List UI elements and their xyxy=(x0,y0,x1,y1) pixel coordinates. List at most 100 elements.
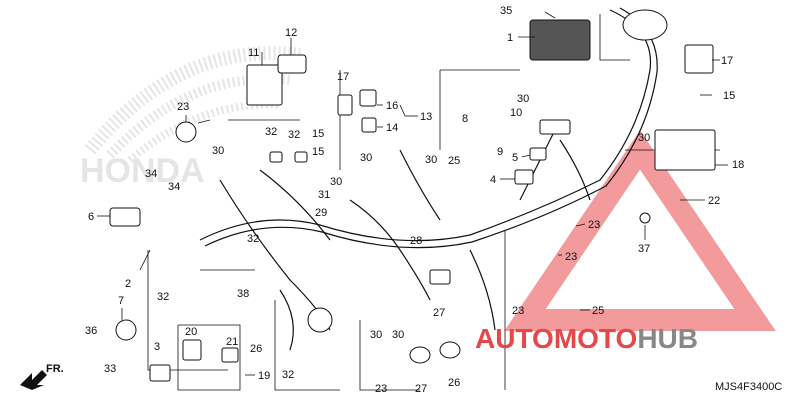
callout-32-d: 32 xyxy=(157,291,169,303)
callout-26-left: 26 xyxy=(250,343,262,355)
callout-12: 12 xyxy=(285,27,297,39)
connector-20 xyxy=(182,339,202,361)
callout-9: 9 xyxy=(497,146,503,158)
callout-17-left: 17 xyxy=(337,71,349,83)
watermark-brand: AUTOMOTOHUB xyxy=(475,323,698,354)
callout-34-b: 34 xyxy=(168,181,180,193)
callout-6: 6 xyxy=(88,211,94,223)
relay-small-17 xyxy=(337,94,353,116)
callout-18: 18 xyxy=(732,159,744,171)
callout-29: 29 xyxy=(315,207,327,219)
callout-23-top: 23 xyxy=(177,101,189,113)
part-shapes xyxy=(109,9,716,382)
fuse-14 xyxy=(361,117,377,133)
callout-30-e: 30 xyxy=(330,176,342,188)
group-frames xyxy=(147,14,720,391)
callout-28: 28 xyxy=(410,235,422,247)
callout-27-mid: 27 xyxy=(433,307,445,319)
callout-35: 35 xyxy=(500,5,512,17)
coil-center xyxy=(307,307,333,333)
callout-17-right: 17 xyxy=(721,55,733,67)
callout-30-right: 30 xyxy=(638,132,650,144)
connector-3 xyxy=(149,364,171,382)
diagram-code: MJS4F3400C xyxy=(715,381,782,393)
callout-32-c: 32 xyxy=(247,233,259,245)
control-unit-18 xyxy=(654,129,716,171)
callout-13: 13 xyxy=(420,111,432,123)
connector-5 xyxy=(529,147,547,161)
callout-15-b: 15 xyxy=(312,146,324,158)
watermark-text-auto: AUTO xyxy=(475,323,554,354)
callout-34-a: 34 xyxy=(145,168,157,180)
callout-30-a: 30 xyxy=(517,93,529,105)
brand-logo-background: HONDA xyxy=(80,46,301,190)
callout-32-a: 32 xyxy=(265,126,277,138)
fuse-box xyxy=(539,119,571,135)
direction-label: FR. xyxy=(46,363,64,375)
bracket-6 xyxy=(109,207,141,227)
bolt-37 xyxy=(639,212,651,224)
connector-21 xyxy=(221,347,239,363)
svg-text:AUTOMOTOHUB: AUTOMOTOHUB xyxy=(475,323,698,354)
callout-30-g: 30 xyxy=(392,329,404,341)
callout-26-right: 26 xyxy=(448,377,460,389)
callout-16: 16 xyxy=(386,100,398,112)
callout-1: 1 xyxy=(507,32,513,44)
callout-32-b: 32 xyxy=(288,129,300,141)
watermark-triangle xyxy=(504,130,776,331)
grommet-27b xyxy=(409,346,431,364)
clip-32b xyxy=(294,151,308,163)
callout-8: 8 xyxy=(462,113,468,125)
callout-2: 2 xyxy=(125,278,131,290)
callout-10: 10 xyxy=(510,107,522,119)
relay-16 xyxy=(359,89,377,107)
callout-15-right: 15 xyxy=(723,90,735,102)
svg-text:HONDA: HONDA xyxy=(80,152,205,190)
callout-23-right-b: 23 xyxy=(565,251,577,263)
callout-3: 3 xyxy=(154,341,160,353)
callout-11: 11 xyxy=(248,47,259,59)
horn-7 xyxy=(115,319,137,341)
relay-17 xyxy=(684,44,714,74)
callout-23-right-c: 23 xyxy=(512,305,524,317)
connector-4 xyxy=(514,169,534,185)
callout-30-d: 30 xyxy=(360,152,372,164)
ecu-unit xyxy=(246,64,283,106)
callout-37: 37 xyxy=(638,243,650,255)
callout-14: 14 xyxy=(386,122,398,134)
grommet-26 xyxy=(439,341,461,359)
relay-box-top xyxy=(622,9,668,41)
callout-38: 38 xyxy=(237,288,249,300)
callout-31: 31 xyxy=(318,189,330,201)
clip-27 xyxy=(429,269,451,285)
callout-30-b: 30 xyxy=(425,154,437,166)
callout-33: 33 xyxy=(104,363,116,375)
callout-23-right-a: 23 xyxy=(588,219,600,231)
callout-21: 21 xyxy=(226,336,238,348)
connector-cover xyxy=(277,54,307,74)
watermark-text-hub: HUB xyxy=(637,323,698,354)
front-direction-indicator: FR. xyxy=(20,363,64,390)
callout-25-mid: 25 xyxy=(448,155,460,167)
regulator-rectifier xyxy=(529,19,591,61)
callout-22: 22 xyxy=(708,195,720,207)
callout-32-e: 32 xyxy=(282,369,294,381)
callout-27-bottom: 27 xyxy=(415,383,427,395)
band-ring xyxy=(175,121,197,143)
callout-20: 20 xyxy=(185,326,197,338)
main-wire-harness xyxy=(199,7,658,351)
callout-5: 5 xyxy=(512,152,518,164)
callout-36: 36 xyxy=(85,325,97,337)
callout-25-right: 25 xyxy=(592,305,604,317)
callout-30-c: 30 xyxy=(212,145,224,157)
callout-19: 19 xyxy=(258,370,270,382)
leader-lines xyxy=(97,11,728,376)
callout-4: 4 xyxy=(490,174,496,186)
callout-7: 7 xyxy=(118,295,124,307)
callout-30-f: 30 xyxy=(370,329,382,341)
callout-15-a: 15 xyxy=(312,128,324,140)
callout-numbers: 35 1 12 11 23 17 16 13 14 15 15 30 10 8 … xyxy=(85,5,744,395)
watermark-text-moto: MOTO xyxy=(554,323,637,354)
clip-32a xyxy=(269,151,283,163)
